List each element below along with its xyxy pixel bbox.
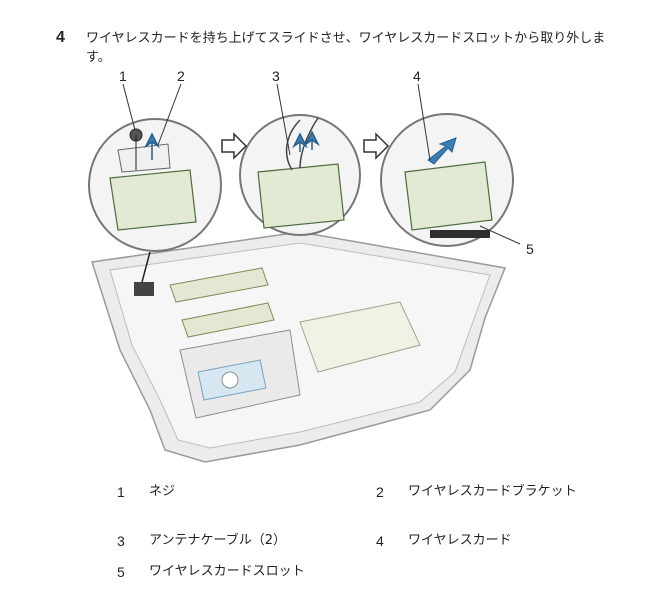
callout-label: 2	[177, 68, 185, 84]
laptop-wireless-card-illustration	[88, 83, 521, 463]
legend-number: 1	[117, 484, 125, 500]
zoom-circle-wireless-card	[380, 113, 514, 247]
legend-label: ワイヤレスカードブラケット	[408, 484, 577, 499]
legend-number: 5	[117, 564, 125, 580]
step-number: 4	[56, 29, 65, 46]
legend-number: 4	[376, 533, 384, 549]
callout-label: 4	[413, 68, 421, 84]
arrow-right-icon	[221, 132, 248, 160]
legend-label: ワイヤレスカード	[408, 533, 512, 548]
zoom-circle-screw-bracket	[88, 118, 222, 252]
callout-label: 5	[526, 241, 534, 257]
legend-label: ネジ	[149, 484, 176, 499]
legend-item: 3 アンテナケーブル（2）	[117, 531, 347, 553]
legend-item: 5 ワイヤレスカードスロット	[117, 562, 357, 584]
callout-label: 1	[119, 68, 127, 84]
legend-number: 3	[117, 533, 125, 549]
arrow-right-icon	[363, 132, 390, 160]
step-instruction: ワイヤレスカードを持ち上げてスライドさせ、ワイヤレスカードスロットから取り外しま…	[86, 31, 606, 65]
legend-label: ワイヤレスカードスロット	[149, 564, 305, 579]
legend-label: アンテナケーブル（2）	[149, 533, 286, 548]
legend-item: 2 ワイヤレスカードブラケット	[376, 482, 586, 524]
laptop-base	[91, 231, 507, 463]
legend-number: 2	[376, 484, 384, 500]
zoom-circle-antenna-cables	[239, 114, 361, 236]
legend-item: 4 ワイヤレスカード	[376, 531, 586, 553]
legend-item: 1 ネジ	[117, 482, 337, 504]
callout-label: 3	[272, 68, 280, 84]
